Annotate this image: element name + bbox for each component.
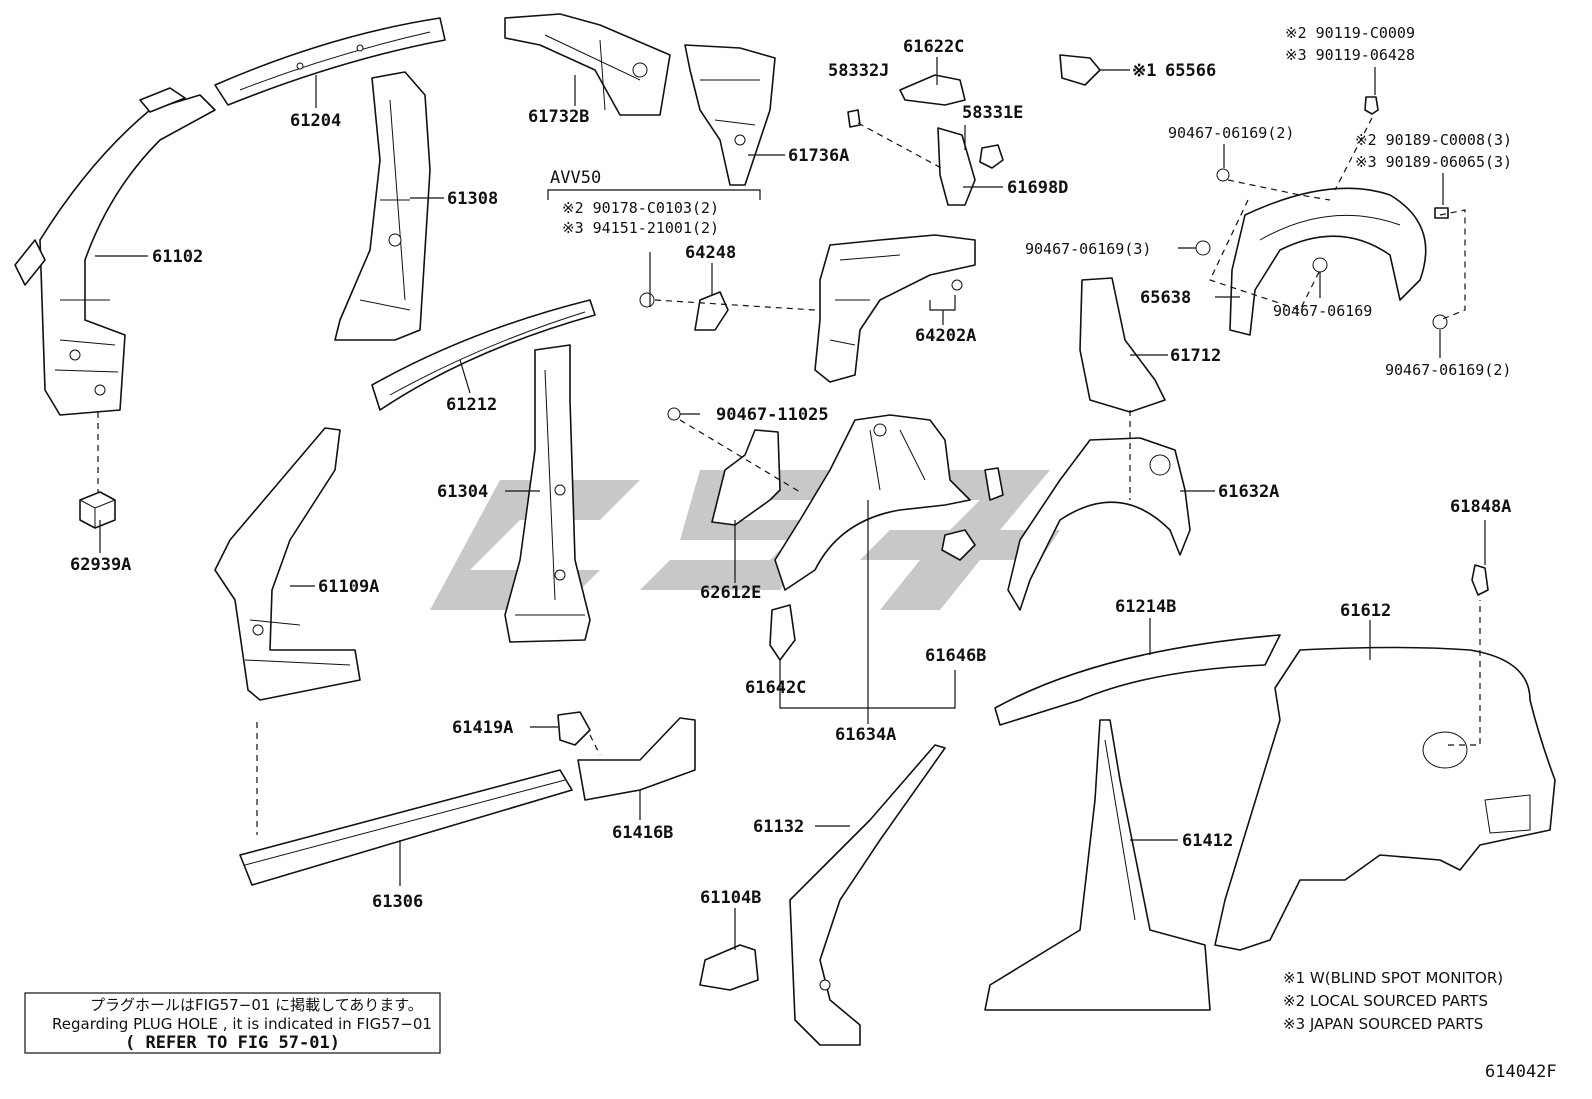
part-61848A-shape <box>1471 564 1489 596</box>
part-58331E-shape <box>979 144 1004 169</box>
fastener-shapes <box>639 96 1449 421</box>
label-nut-d: 90467-06169(2) <box>1385 361 1511 379</box>
note-en: Regarding PLUG HOLE , it is indicated in… <box>52 1015 432 1033</box>
label-61304: 61304 <box>437 482 488 502</box>
label-clip-2: ※3 90189-06065(3) <box>1355 153 1512 171</box>
label-65638: 65638 <box>1140 288 1191 308</box>
label-61698D: 61698D <box>1007 178 1068 198</box>
label-61712: 61712 <box>1170 346 1221 366</box>
label-bolt-1: ※2 90119-C0009 <box>1285 24 1415 42</box>
leader-lines <box>95 57 1486 950</box>
note-ref: ( REFER TO FIG 57-01) <box>125 1033 340 1053</box>
label-90467-11025: 90467-11025 <box>716 405 829 425</box>
label-61412: 61412 <box>1182 831 1233 851</box>
label-64248: 64248 <box>685 243 736 263</box>
part-61204-shape <box>214 17 446 106</box>
label-61308: 61308 <box>447 189 498 209</box>
label-61642C: 61642C <box>745 678 806 698</box>
label-65566-mark: ※1 <box>1132 61 1156 81</box>
label-nut-c: 90467-06169 <box>1273 302 1372 320</box>
label-avv50: AVV50 <box>550 168 601 188</box>
label-nut-b: 90467-06169(3) <box>1025 240 1151 258</box>
label-61848A: 61848A <box>1450 497 1511 517</box>
part-61109A-shape <box>214 427 361 701</box>
part-64248-shape <box>694 291 729 331</box>
part-61304-shape <box>504 344 591 643</box>
label-61132: 61132 <box>753 817 804 837</box>
label-61419A: 61419A <box>452 718 513 738</box>
part-61132-shape <box>789 744 946 1046</box>
label-61622C: 61622C <box>903 37 964 57</box>
plug-hole-note: プラグホールはFIG57−01 に掲載してあります。 Regarding PLU… <box>24 992 441 1054</box>
part-61306-shape <box>239 769 573 886</box>
part-labels: 61102 61204 61308 61732B 61736A 61622C 5… <box>70 24 1512 912</box>
label-58331E: 58331E <box>962 103 1023 123</box>
note-jp: プラグホールはFIG57−01 に掲載してあります。 <box>90 996 423 1014</box>
part-64202A-shape <box>814 234 976 383</box>
part-61642C-shape <box>769 604 796 661</box>
part-bracket-shape <box>984 467 1004 501</box>
part-61102-shape <box>14 87 216 416</box>
label-61102: 61102 <box>152 247 203 267</box>
label-clip-1: ※2 90189-C0008(3) <box>1355 131 1512 149</box>
legend-item-1: ※1 W(BLIND SPOT MONITOR) <box>1283 969 1503 987</box>
part-61412-shape <box>984 719 1211 1011</box>
legend-item-2: ※2 LOCAL SOURCED PARTS <box>1283 992 1488 1010</box>
legend-item-3: ※3 JAPAN SOURCED PARTS <box>1283 1015 1483 1033</box>
part-61212-shape <box>371 299 596 411</box>
part-61622C-shape <box>899 74 966 106</box>
label-61214B: 61214B <box>1115 597 1176 617</box>
part-61736A-shape <box>684 44 776 186</box>
part-61416B-shape <box>577 717 696 801</box>
label-61416B: 61416B <box>612 823 673 843</box>
part-61634A-shape <box>774 414 971 591</box>
part-61308-shape <box>334 71 431 341</box>
label-61612: 61612 <box>1340 601 1391 621</box>
label-avv-fastener-2: ※3 94151-21001(2) <box>562 219 719 237</box>
label-65566: 65566 <box>1165 61 1216 81</box>
label-64202A: 64202A <box>915 326 976 346</box>
label-61306: 61306 <box>372 892 423 912</box>
part-61698D-shape <box>937 127 976 206</box>
label-61104B: 61104B <box>700 888 761 908</box>
part-62939A-shape <box>79 491 116 529</box>
part-61104B-shape <box>699 944 759 991</box>
label-62939A: 62939A <box>70 555 131 575</box>
label-bolt-2: ※3 90119-06428 <box>1285 46 1415 64</box>
label-61634A: 61634A <box>835 725 896 745</box>
label-61109A: 61109A <box>318 577 379 597</box>
label-61212: 61212 <box>446 395 497 415</box>
part-61732B-shape <box>504 13 671 116</box>
label-58332J: 58332J <box>828 61 889 81</box>
dashed-lines <box>97 117 1481 835</box>
diagram-id: 614042F <box>1485 1062 1557 1082</box>
label-62612E: 62612E <box>700 583 761 603</box>
label-avv-fastener-1: ※2 90178-C0103(2) <box>562 199 719 217</box>
part-61419A-shape <box>557 711 591 746</box>
label-61736A: 61736A <box>788 146 849 166</box>
part-61632A-shape <box>1007 437 1191 611</box>
part-61612-shape <box>1214 646 1556 951</box>
part-65638-shape <box>1229 187 1427 336</box>
part-65566-shape <box>1059 54 1101 86</box>
label-61646B: 61646B <box>925 646 986 666</box>
label-61632A: 61632A <box>1218 482 1279 502</box>
label-nut-a: 90467-06169(2) <box>1168 124 1294 142</box>
part-58332J-shape <box>847 109 861 128</box>
part-61214B-shape <box>994 634 1281 726</box>
part-61646B-shape <box>941 529 976 561</box>
part-61712-shape <box>1079 277 1166 413</box>
legend: ※1 W(BLIND SPOT MONITOR) ※2 LOCAL SOURCE… <box>1283 969 1503 1033</box>
label-61204: 61204 <box>290 111 341 131</box>
label-61732B: 61732B <box>528 107 589 127</box>
